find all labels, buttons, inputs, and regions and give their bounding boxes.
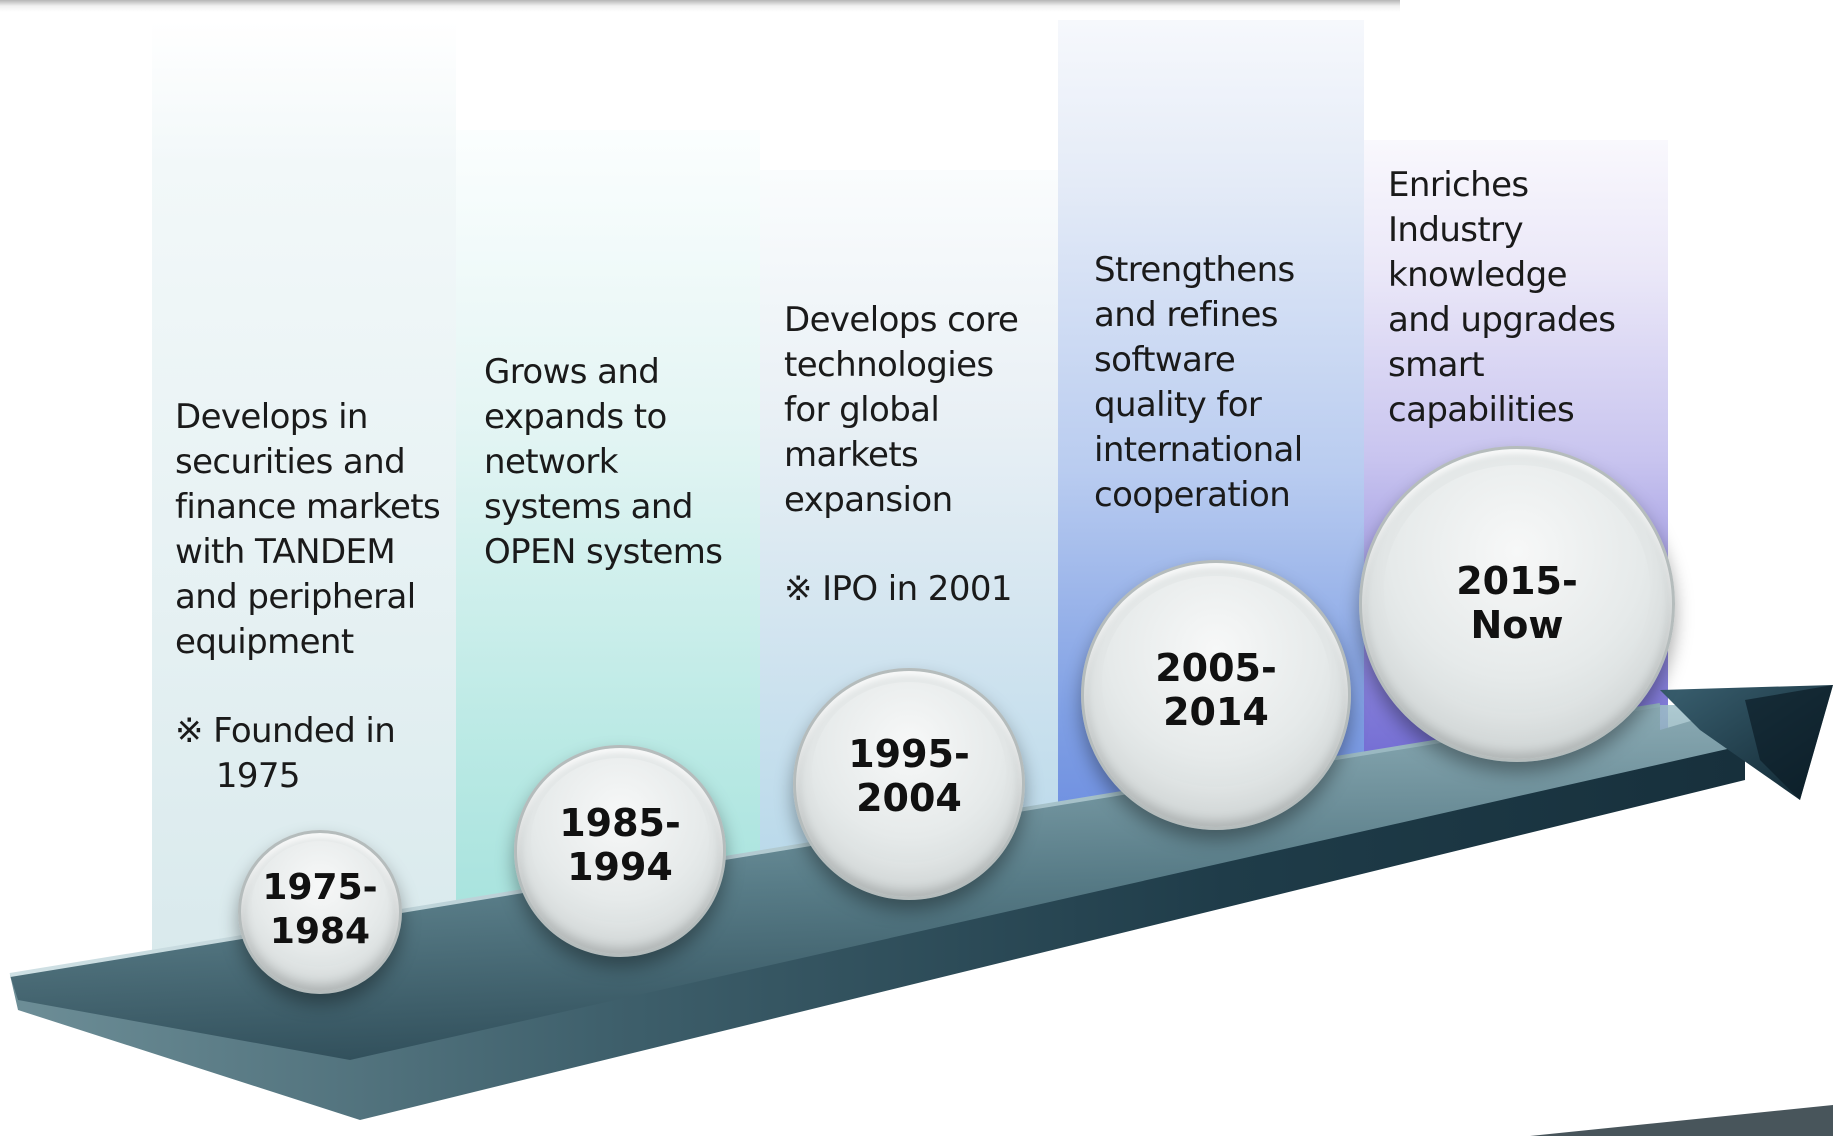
year-bubble: 2005- 2014	[1081, 560, 1351, 830]
period-description: Develops core technologies for global ma…	[784, 300, 1019, 520]
year-bubble: 2015- Now	[1359, 446, 1675, 762]
year-range-label: 2015- Now	[1456, 559, 1578, 647]
period-description: Grows and expands to network systems and…	[484, 352, 723, 572]
year-range-label: 1975- 1984	[262, 867, 378, 952]
period-panel-1975	[152, 20, 456, 980]
year-range-label: 1985- 1994	[559, 801, 681, 889]
arrow-shadow	[1530, 1105, 1833, 1136]
period-description: Strengthens and refines software quality…	[1094, 250, 1303, 515]
period-note: ※ IPO in 2001	[784, 569, 1013, 609]
year-range-label: 1995- 2004	[848, 732, 970, 820]
year-bubble: 1975- 1984	[238, 830, 402, 994]
year-bubble: 1985- 1994	[514, 745, 726, 957]
period-description: Enriches Industry knowledge and upgrades…	[1388, 165, 1616, 430]
year-range-label: 2005- 2014	[1155, 646, 1277, 734]
top-edge-shadow	[0, 0, 1400, 12]
period-note: ※ Founded in 1975	[175, 711, 396, 796]
arrow-head-shade	[1745, 685, 1833, 800]
year-bubble: 1995- 2004	[793, 668, 1025, 900]
period-description: Develops in securities and finance marke…	[175, 397, 441, 662]
